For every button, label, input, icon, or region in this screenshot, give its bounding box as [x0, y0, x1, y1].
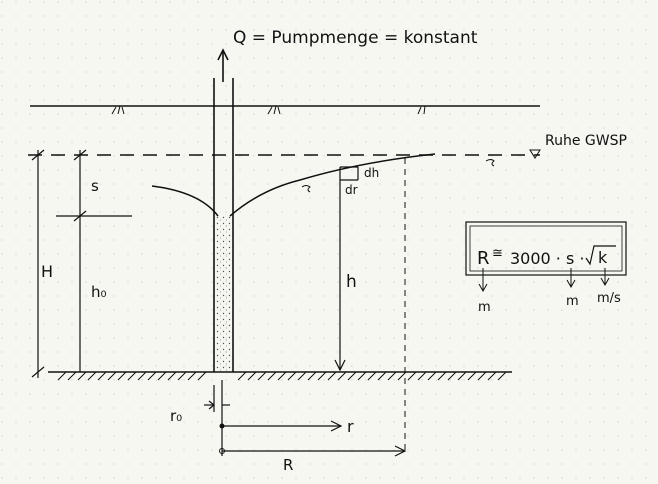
h0-label: h₀ — [91, 283, 107, 301]
formula-k: k — [598, 248, 608, 267]
differential-triangle — [339, 166, 359, 181]
water-symbol-curve-icon — [301, 185, 311, 193]
unit-R-label: m — [478, 300, 491, 315]
base-hatching — [57, 371, 507, 381]
r-label: r — [347, 417, 354, 436]
h-label: h — [346, 272, 357, 292]
dr-label: dr — [345, 183, 358, 197]
R-label: R — [283, 456, 293, 474]
H-label: H — [41, 262, 53, 281]
diagram-title: Q = Pumpmenge = konstant — [233, 28, 478, 48]
H-dimension — [31, 149, 45, 378]
unit-s-label: m — [566, 294, 579, 309]
well-filter-gravel — [215, 216, 232, 371]
r-arrow — [222, 420, 343, 432]
dh-label: dh — [364, 166, 379, 180]
s-dimension — [56, 149, 132, 222]
well-casing — [213, 78, 234, 372]
formula-box — [465, 221, 627, 276]
r0-dimension — [204, 380, 230, 456]
s-label: s — [91, 177, 99, 195]
drawdown-curve — [151, 153, 436, 217]
terrain-grass-icon — [111, 105, 426, 115]
sqrt-sign-icon — [585, 245, 616, 266]
formula-body: 3000 · s · — [510, 249, 584, 268]
formula-R: R — [477, 248, 490, 269]
unit-arrows — [478, 268, 610, 293]
r0-label: r₀ — [170, 407, 182, 425]
h-arrow — [334, 180, 346, 372]
R-arrow — [222, 445, 407, 457]
water-level-triangle-icon — [529, 149, 541, 159]
static-water-level-label: Ruhe GWSP — [545, 133, 627, 149]
water-symbol-icon — [485, 159, 495, 167]
unit-k-label: m/s — [597, 291, 621, 306]
formula-approx: ≅ — [492, 246, 503, 261]
pump-arrow-up-icon — [217, 48, 229, 82]
